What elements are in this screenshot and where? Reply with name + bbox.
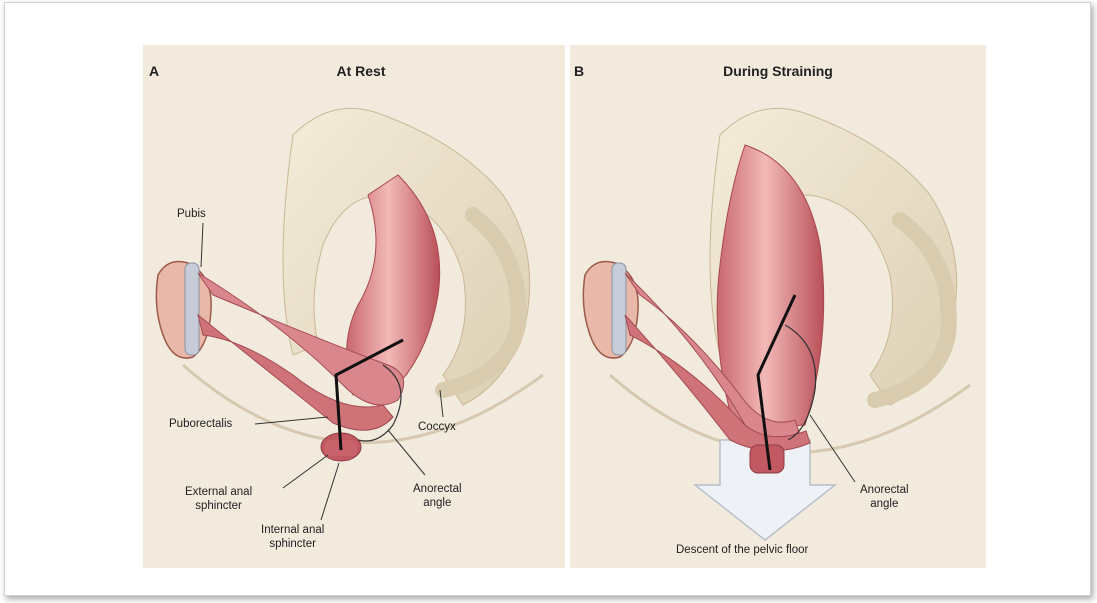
panel-a-title: At Rest — [261, 63, 461, 79]
panel-a-letter: A — [149, 63, 159, 79]
label-anorectal-angle-a: Anorectal angle — [413, 482, 462, 510]
label-pubis: Pubis — [177, 207, 206, 221]
label-internal-anal-sphincter: Internal anal sphincter — [261, 523, 324, 551]
label-descent-pelvic-floor: Descent of the pelvic floor — [676, 543, 808, 557]
panel-at-rest: A At Rest Pubis Puborectalis Coccyx Exte… — [143, 45, 565, 568]
label-coccyx: Coccyx — [418, 420, 456, 434]
label-anorectal-angle-b: Anorectal angle — [860, 483, 909, 511]
panel-b-letter: B — [574, 63, 584, 79]
label-external-anal-sphincter: External anal sphincter — [185, 485, 252, 513]
panel-b-illustration — [570, 45, 986, 568]
panel-during-straining: B During Straining Anorectal angle Desce… — [570, 45, 986, 568]
anatomy-figure: A At Rest Pubis Puborectalis Coccyx Exte… — [143, 45, 986, 568]
panel-b-title: During Straining — [678, 63, 878, 79]
label-puborectalis: Puborectalis — [169, 417, 232, 431]
